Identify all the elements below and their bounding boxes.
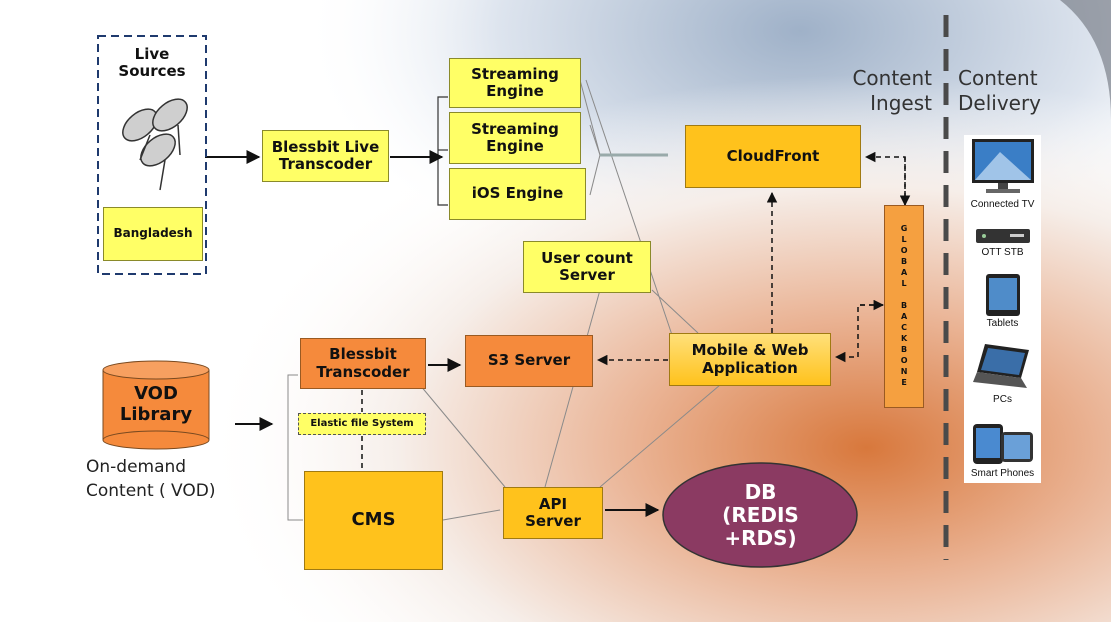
device-tablets: Tablets — [965, 272, 1040, 329]
global-backbone-box: GLOBAL BACKBONE — [884, 205, 924, 408]
bangladesh-box: Bangladesh — [103, 207, 203, 261]
mobile-web-application-box: Mobile & Web Application — [669, 333, 831, 386]
global-backbone-label: GLOBAL BACKBONE — [899, 224, 909, 389]
device-label: PCs — [993, 394, 1012, 405]
set-top-box-icon — [975, 229, 1030, 243]
vod-caption: On-demand Content ( VOD) — [86, 457, 216, 501]
content-ingest-header: Content Ingest — [852, 66, 932, 115]
s3-server-box: S3 Server — [465, 335, 593, 387]
api-server-box: API Server — [503, 487, 603, 539]
tablet-icon — [985, 274, 1020, 316]
user-count-server-box: User count Server — [523, 241, 651, 293]
vod-library-label: VOD Library — [119, 383, 193, 425]
streaming-engine-2: Streaming Engine — [449, 112, 581, 164]
device-label: Tablets — [986, 318, 1019, 329]
laptop-icon — [972, 344, 1029, 388]
device-label: Smart Phones — [970, 468, 1035, 479]
db-label: DB (REDIS +RDS) — [722, 479, 799, 550]
cloudfront-box: CloudFront — [685, 125, 861, 188]
streaming-engine-1: Streaming Engine — [449, 58, 581, 108]
satellite-dish-icon — [122, 98, 188, 191]
vod-cylinder — [102, 360, 210, 450]
device-ott-stb: OTT STB — [965, 225, 1040, 258]
elastic-file-system-box: Elastic file System — [298, 413, 426, 435]
device-label: Connected TV — [970, 199, 1035, 210]
transcoder-box: Blessbit Transcoder — [300, 338, 426, 389]
device-label: OTT STB — [981, 247, 1024, 258]
ios-engine: iOS Engine — [449, 168, 586, 220]
device-connected-tv: Connected TV — [965, 137, 1040, 210]
device-smart-phones: Smart Phones — [965, 418, 1040, 479]
cms-box: CMS — [304, 471, 443, 570]
content-delivery-header: Content Delivery — [958, 66, 1042, 115]
tv-icon — [971, 139, 1034, 193]
smartphone-icon — [972, 424, 1033, 464]
live-transcoder-box: Blessbit Live Transcoder — [262, 130, 389, 182]
device-pcs: PCs — [965, 342, 1040, 405]
live-sources-title: Live Sources — [118, 44, 186, 80]
